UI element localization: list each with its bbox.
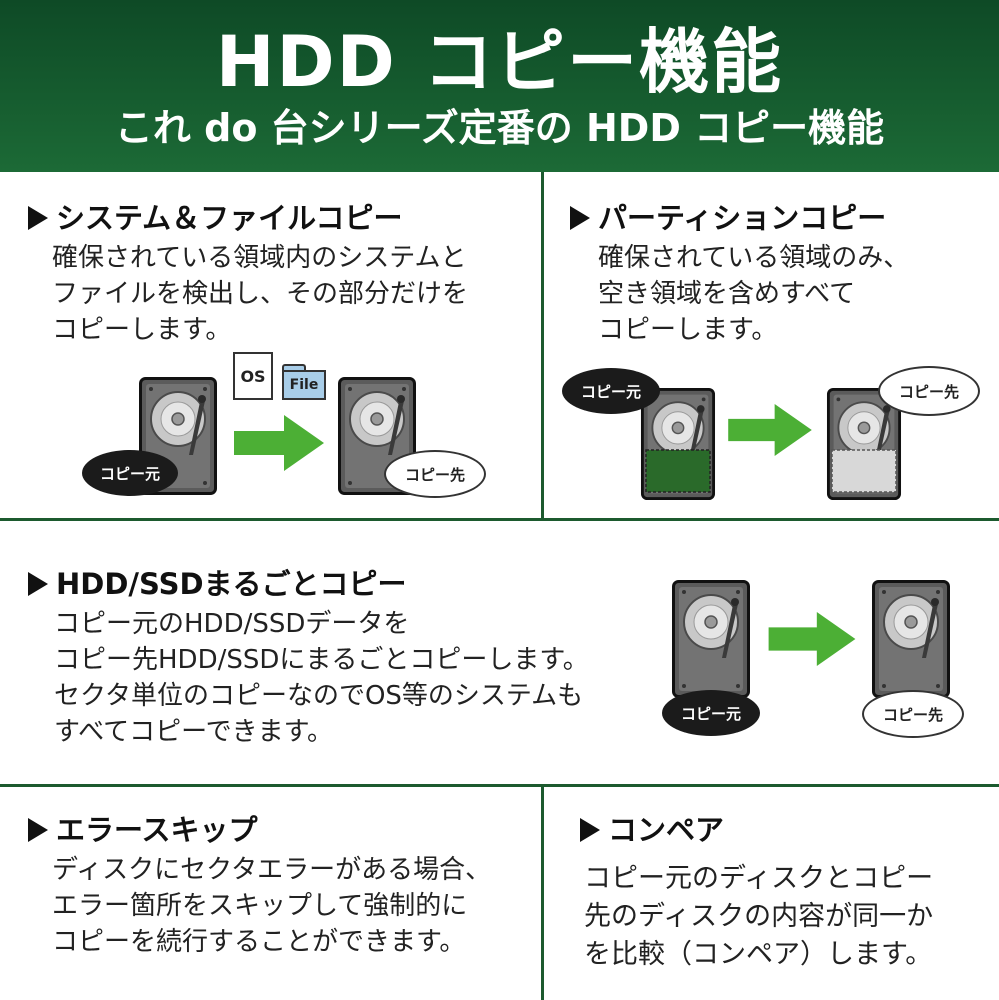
triangle-bullet-icon — [28, 206, 48, 230]
os-file-icon: OS — [233, 352, 273, 400]
section-error-skip-text: ディスクにセクタエラーがある場合、 エラー箇所をスキップして強制的に コピーを続… — [52, 855, 492, 957]
hdd-source-partition-icon — [640, 388, 716, 500]
section-compare-title: コンペア — [580, 812, 724, 848]
triangle-bullet-icon — [580, 818, 600, 842]
divider-bottom-vertical — [541, 786, 544, 1000]
arrow-right-icon — [768, 612, 856, 666]
hdd-source-icon — [672, 580, 750, 698]
section-system-file-title: システム＆ファイルコピー — [28, 200, 403, 236]
divider-top-vertical — [541, 172, 544, 520]
triangle-bullet-icon — [570, 206, 590, 230]
divider-row1 — [0, 518, 999, 521]
triangle-bullet-icon — [28, 818, 48, 842]
section-compare-text: コピー元のディスクとコピー 先のディスクの内容が同一か を比較（コンペア）します… — [584, 863, 934, 970]
section-partition-title: パーティションコピー — [570, 200, 886, 236]
divider-row2 — [0, 784, 999, 787]
section-whole-copy-title: HDD/SSDまるごとコピー — [28, 566, 407, 602]
label-copy-source: コピー元 — [562, 368, 660, 414]
label-copy-source: コピー元 — [662, 690, 760, 736]
hdd-destination-icon — [872, 580, 950, 698]
page-title: HDD コピー機能 — [215, 21, 784, 103]
section-whole-copy-text: コピー元のHDD/SSDデータを コピー先HDD/SSDにまるごとコピーします。… — [54, 609, 589, 747]
section-system-file-text: 確保されている領域内のシステムと ファイルを検出し、その部分だけを コピーします… — [52, 243, 469, 345]
hdd-destination-partition-icon — [826, 388, 902, 500]
page-subtitle: これ do 台シリーズ定番の HDD コピー機能 — [114, 106, 885, 150]
triangle-bullet-icon — [28, 572, 48, 596]
header-banner: HDD コピー機能 これ do 台シリーズ定番の HDD コピー機能 — [0, 0, 999, 172]
label-copy-source: コピー元 — [82, 450, 178, 496]
label-copy-destination: コピー先 — [878, 366, 980, 416]
section-partition-text: 確保されている領域のみ、 空き領域を含めすべて コピーします。 — [598, 243, 910, 345]
label-copy-destination: コピー先 — [384, 450, 486, 498]
arrow-right-icon — [234, 415, 324, 471]
label-copy-destination: コピー先 — [862, 690, 964, 738]
arrow-right-icon — [728, 404, 812, 456]
folder-file-icon: File — [282, 364, 326, 400]
section-error-skip-title: エラースキップ — [28, 812, 258, 848]
